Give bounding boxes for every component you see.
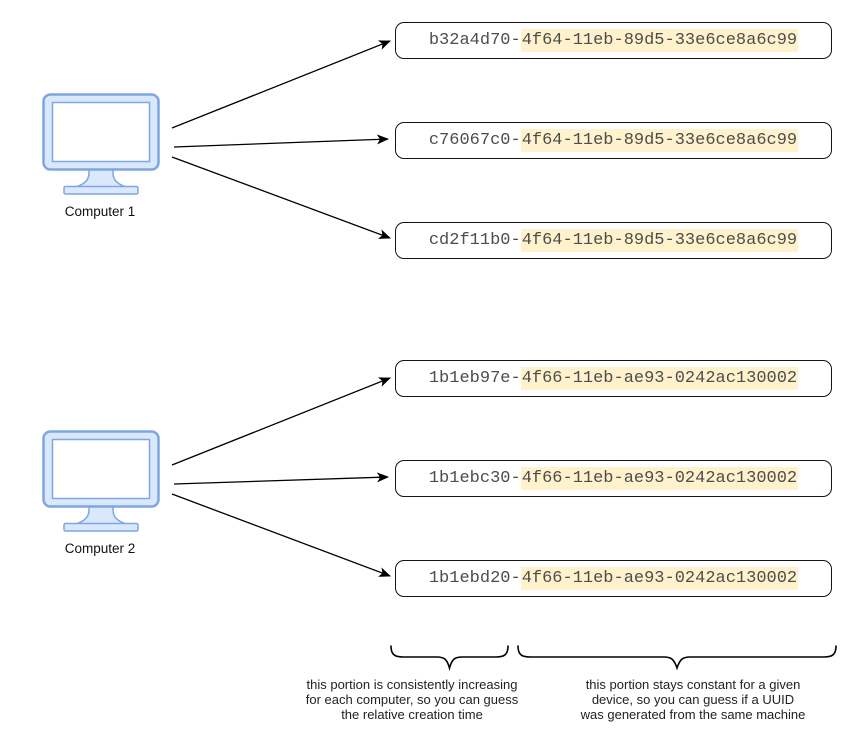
uuid-prefix: 1b1ebd20- [428,569,521,588]
annotation-line: for each computer, so you can guess [305,692,519,707]
uuid-box-1: b32a4d70-4f64-11eb-89d5-33e6ce8a6c99 [395,22,832,59]
uuid-host-part-highlight: 4f66-11eb-ae93-0242ac130002 [520,467,799,490]
uuid-box-4: 1b1eb97e-4f66-11eb-ae93-0242ac130002 [395,360,832,397]
left-brace [390,645,509,671]
arrow-c1-uuid1 [171,40,391,129]
arrow-c1-uuid2 [173,134,389,148]
computer-1-label: Computer 1 [64,204,136,219]
uuid-host-part-highlight: 4f66-11eb-ae93-0242ac130002 [520,567,799,590]
uuid-box-5: 1b1ebc30-4f66-11eb-ae93-0242ac130002 [395,460,832,497]
annotation-line: this portion is consistently increasing [306,677,518,692]
annotation-line: was generated from the same machine [580,707,806,722]
uuid-prefix: c76067c0- [428,131,521,150]
uuid-box-3: cd2f11b0-4f64-11eb-89d5-33e6ce8a6c99 [395,222,832,259]
annotation-constant-portion: this portion stays constant for a given … [548,677,838,722]
computer-2-label: Computer 2 [64,541,136,556]
uuid-host-part-highlight: 4f64-11eb-89d5-33e6ce8a6c99 [520,229,799,252]
uuid-prefix: 1b1ebc30- [428,469,521,488]
arrow-c1-uuid3 [171,156,391,239]
arrow-c2-uuid1 [171,377,391,466]
computer-1-icon [42,93,160,195]
computer-2-icon [42,430,160,532]
annotation-timestamp-portion: this portion is consistently increasing … [278,677,546,722]
uuid-host-part-highlight: 4f64-11eb-89d5-33e6ce8a6c99 [520,129,799,152]
uuid-prefix: 1b1eb97e- [428,369,521,388]
uuid-box-2: c76067c0-4f64-11eb-89d5-33e6ce8a6c99 [395,122,832,159]
arrow-c2-uuid3 [171,493,391,577]
uuid-host-part-highlight: 4f66-11eb-ae93-0242ac130002 [520,367,799,390]
uuid-prefix: b32a4d70- [428,31,521,50]
annotation-line: device, so you can guess if a UUID [591,692,795,707]
annotation-line: this portion stays constant for a given [585,677,801,692]
uuid-prefix: cd2f11b0- [428,231,521,250]
arrow-c2-uuid2 [173,472,389,485]
uuid-host-part-highlight: 4f64-11eb-89d5-33e6ce8a6c99 [520,29,799,52]
uuid-box-6: 1b1ebd20-4f66-11eb-ae93-0242ac130002 [395,560,832,597]
right-brace [517,645,837,671]
annotation-line: the relative creation time [341,707,483,722]
